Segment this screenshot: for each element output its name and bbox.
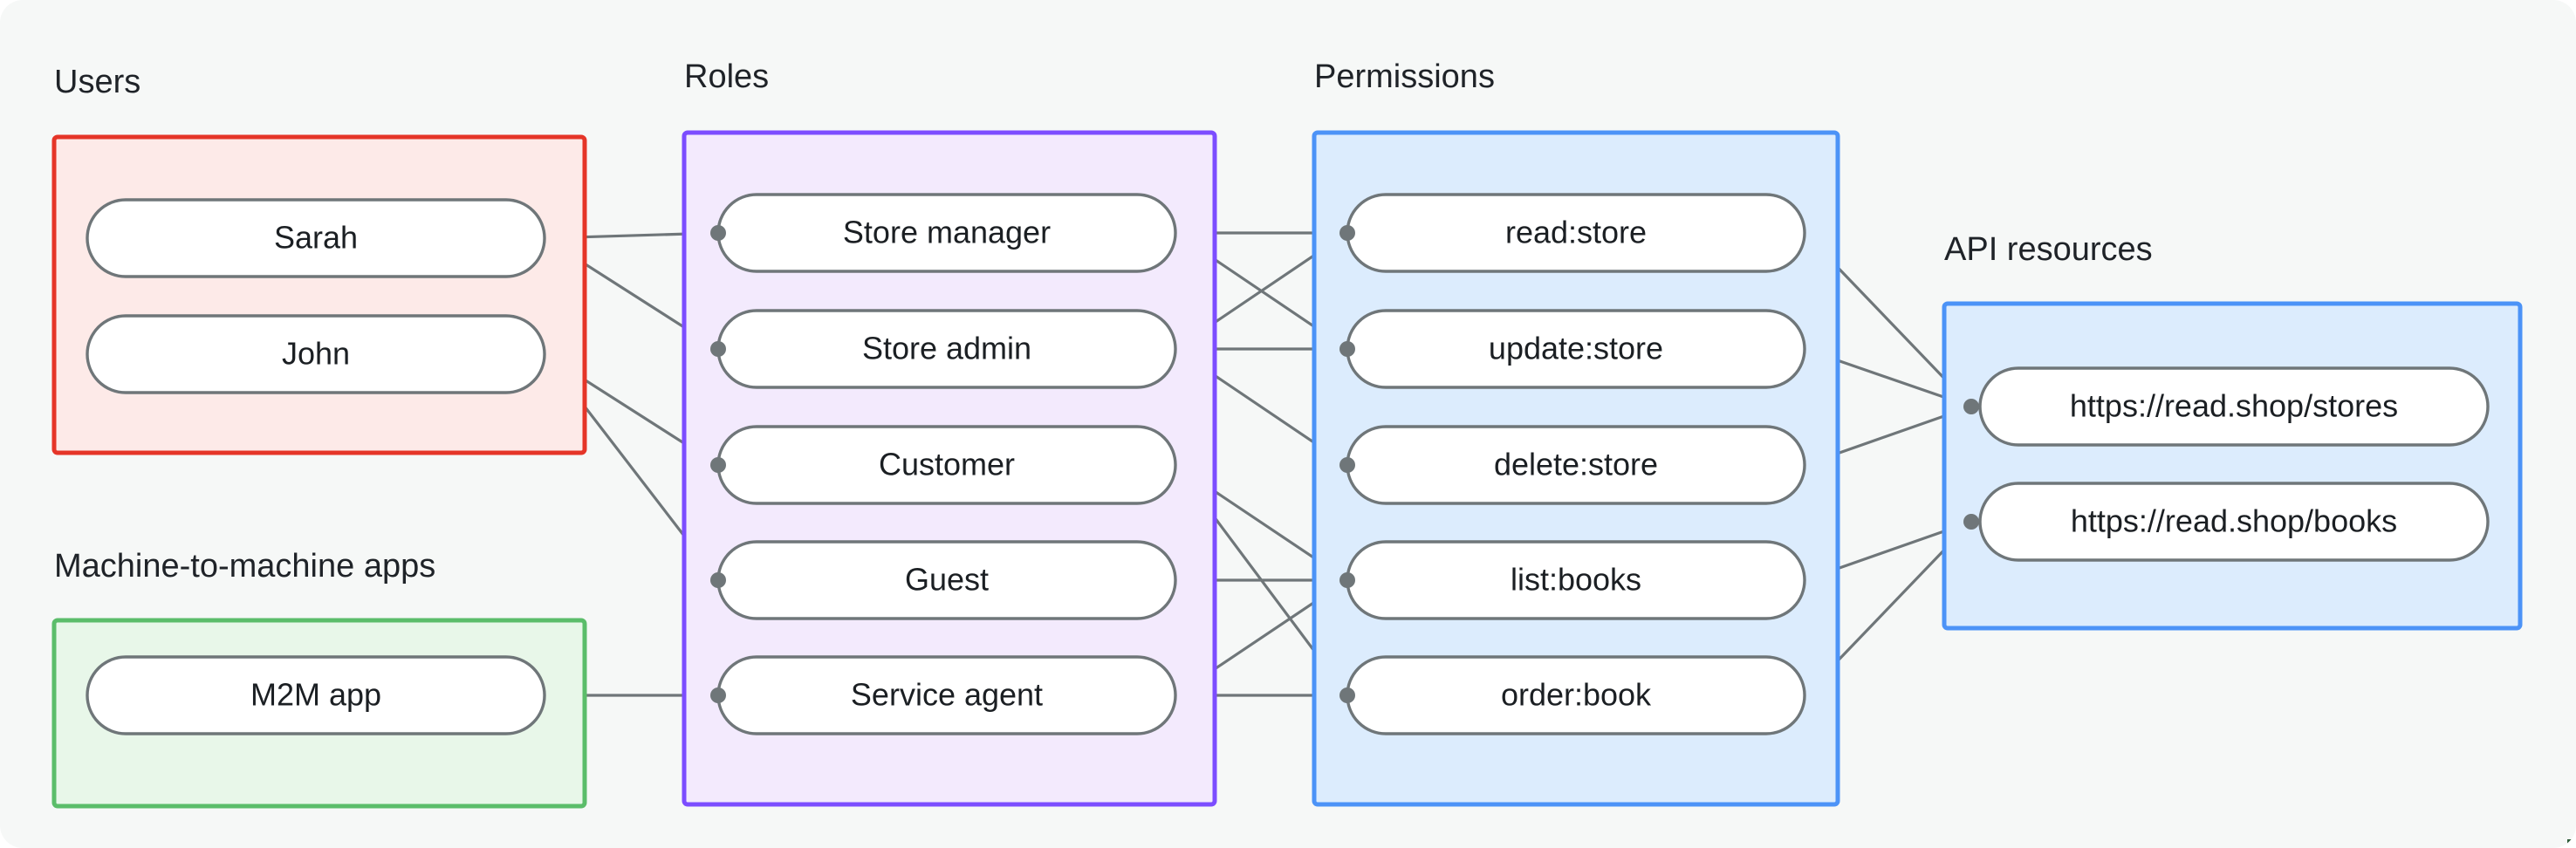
corner-artifact [2567,839,2576,848]
node-label-list-books: list:books [1511,562,1641,598]
group-box-users [51,134,587,455]
node-label-read-shop-books: https://read.shop/books [2071,503,2397,539]
edge-endpoint-dot-service-agent [710,687,726,703]
node-read-shop-books[interactable] [1978,482,2490,562]
edge-endpoint-dot-read-store [1339,225,1355,241]
node-label-order-book: order:book [1501,677,1652,713]
edge-endpoint-dot-store-admin [710,341,726,357]
node-label-store-manager: Store manager [843,215,1051,250]
group-box-api-resources [1942,301,2523,631]
edge-endpoint-dot-store-manager [710,225,726,241]
node-label-store-admin: Store admin [862,331,1031,366]
node-m2m-app[interactable] [86,655,546,735]
node-label-read-shop-stores: https://read.shop/stores [2070,388,2398,424]
edge-endpoint-dot-read-shop-books [1963,514,1979,530]
edge-endpoint-dot-customer [710,457,726,473]
group-title-permissions: Permissions [1314,58,1495,95]
node-label-delete-store: delete:store [1494,447,1658,482]
group-title-roles: Roles [684,58,769,95]
group-title-api-resources: API resources [1944,231,2153,268]
edge-endpoint-dot-update-store [1339,341,1355,357]
group-title-users: Users [54,64,140,100]
edge-endpoint-dot-delete-store [1339,457,1355,473]
node-label-customer: Customer [879,447,1015,482]
edge-endpoint-dot-read-shop-stores [1963,399,1979,414]
node-label-update-store: update:store [1489,331,1663,366]
group-title-m2m: Machine-to-machine apps [54,548,435,585]
node-label-read-store: read:store [1505,215,1647,250]
node-label-m2m-app: M2M app [250,677,381,713]
node-sarah[interactable] [86,198,546,278]
edge-endpoint-dot-order-book [1339,687,1355,703]
edge-endpoint-dot-guest [710,572,726,588]
node-john[interactable] [86,314,546,394]
edge-endpoint-dot-list-books [1339,572,1355,588]
node-label-service-agent: Service agent [851,677,1043,713]
node-label-sarah: Sarah [274,220,358,256]
node-read-shop-stores[interactable] [1978,366,2490,447]
endpoint-dots-layer [710,225,1979,703]
node-label-guest: Guest [905,562,989,598]
node-label-john: John [282,336,350,372]
